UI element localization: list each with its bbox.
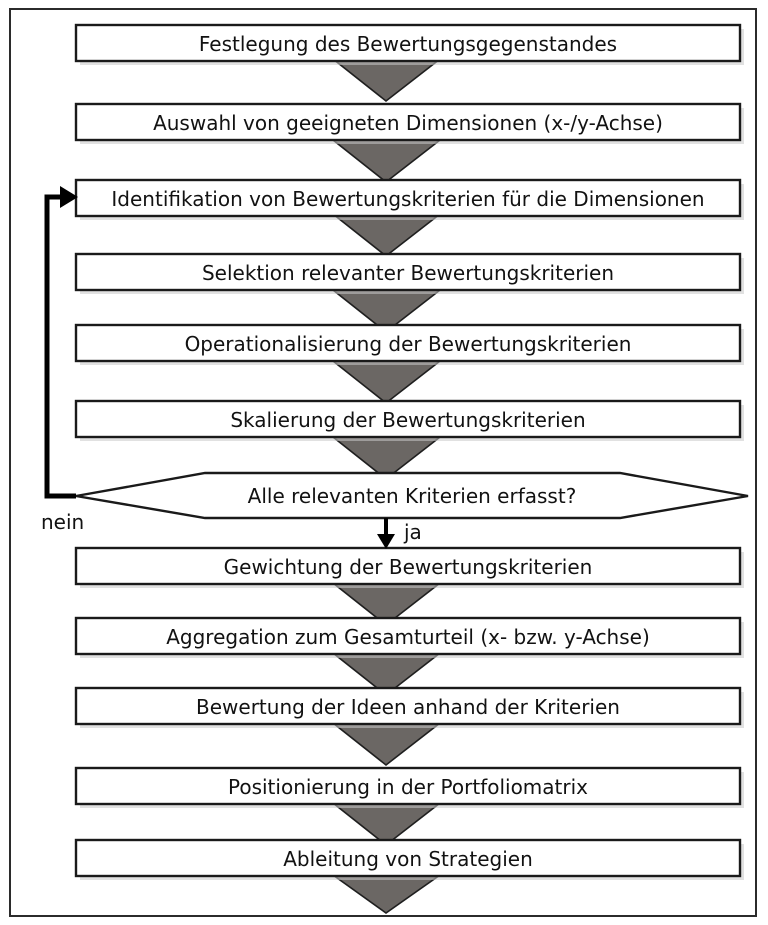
decision-hexagon-n7[interactable] <box>75 471 749 520</box>
feedback-loop-arrowhead-icon <box>60 186 78 208</box>
connector-arrow-n3-n4 <box>330 213 443 258</box>
feedback-loop-nein-path <box>44 194 76 499</box>
connector-arrow-n1-n2 <box>330 58 443 103</box>
process-box-n4[interactable] <box>74 252 742 292</box>
connector-arrow-n5-n6 <box>330 360 443 405</box>
connector-arrow-n11-n12 <box>330 802 443 847</box>
process-box-n8[interactable] <box>74 546 742 586</box>
edge-label-ja: ja <box>404 520 422 544</box>
edge-label-nein: nein <box>41 510 85 534</box>
connector-arrow-n2-n3 <box>330 139 443 184</box>
node-label-n8: Gewichtung der Bewertungskriterien <box>223 555 593 579</box>
process-box-n1[interactable] <box>74 23 742 63</box>
node-label-n11: Positionierung in der Portfoliomatrix <box>228 775 588 799</box>
node-label-n1: Festlegung des Bewertungsgegenstandes <box>198 32 618 56</box>
process-box-n12[interactable] <box>74 838 742 878</box>
process-box-n5[interactable] <box>74 323 742 363</box>
process-box-n2[interactable] <box>74 102 742 142</box>
connector-arrow-n10-n11 <box>330 722 443 767</box>
node-label-n10: Bewertung der Ideen anhand der Kriterien <box>196 695 620 719</box>
node-label-n2: Auswahl von geeigneten Dimensionen (x-/y… <box>153 111 663 135</box>
node-label-n9: Aggregation zum Gesamturteil (x- bzw. y-… <box>166 625 650 649</box>
node-label-n7: Alle relevanten Kriterien erfasst? <box>247 484 577 508</box>
process-box-n10[interactable] <box>74 686 742 726</box>
node-label-n12: Ableitung von Strategien <box>283 847 533 871</box>
connector-arrow-n12-out <box>330 874 443 914</box>
yes-arrowhead-icon <box>377 534 395 549</box>
node-label-n6: Skalierung der Bewertungskriterien <box>230 408 586 432</box>
process-box-n9[interactable] <box>74 616 742 656</box>
node-label-n4: Selektion relevanter Bewertungskriterien <box>201 261 615 285</box>
process-box-n6[interactable] <box>74 399 742 439</box>
node-label-n3: Identifikation von Bewertungskriterien f… <box>111 187 705 211</box>
process-box-n11[interactable] <box>74 766 742 806</box>
node-label-n5: Operationalisierung der Bewertungskriter… <box>184 332 632 356</box>
